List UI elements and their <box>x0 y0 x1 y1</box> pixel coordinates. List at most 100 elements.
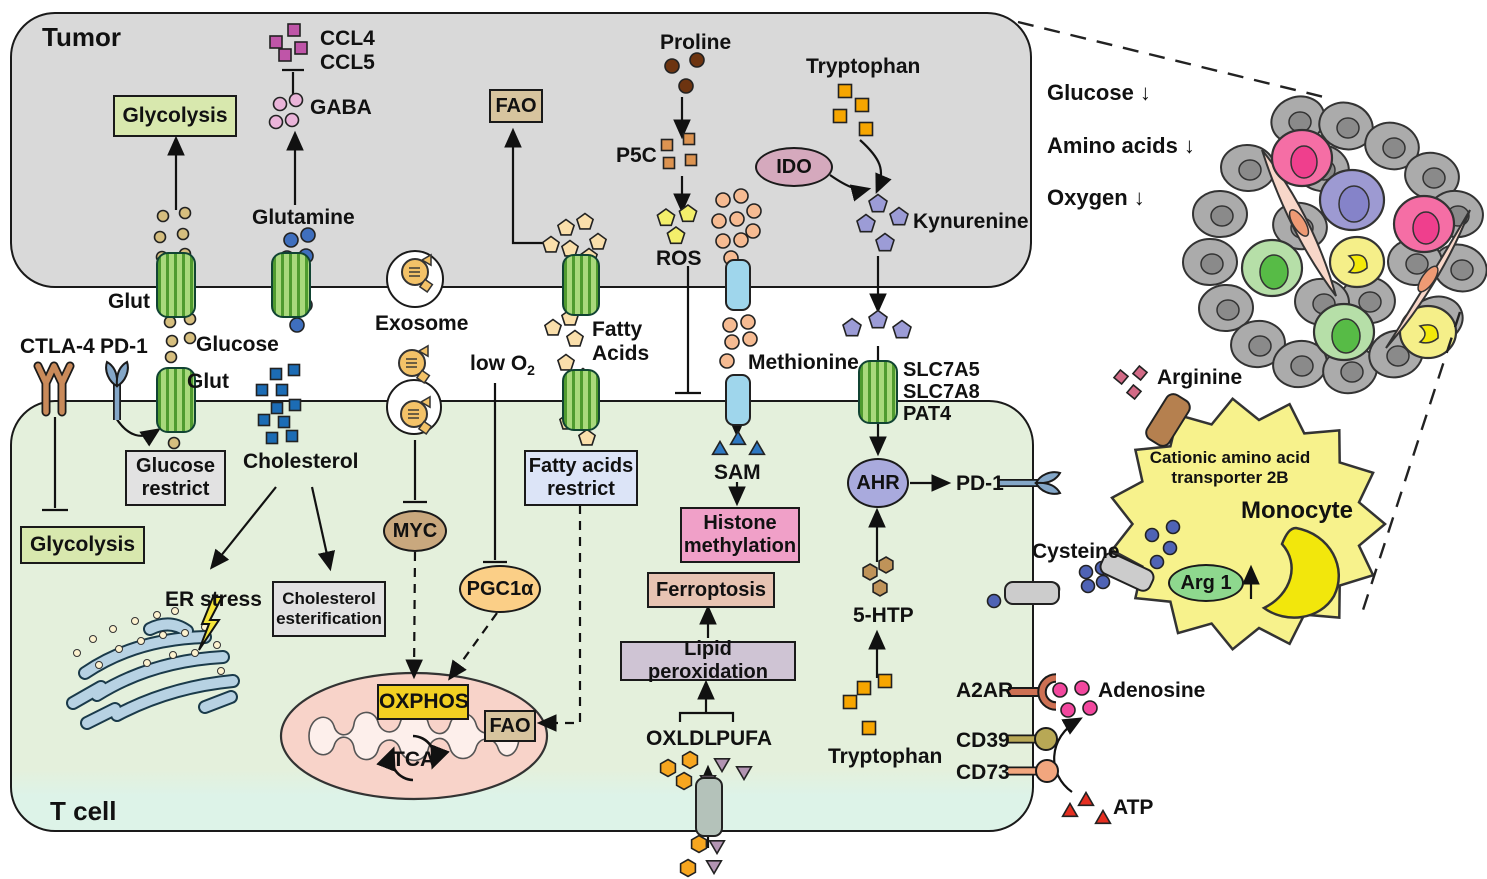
inhibit-pd1-glut <box>115 417 161 447</box>
exosome-icon <box>401 253 434 294</box>
arrow-ido <box>829 174 872 202</box>
ido-node: IDO <box>755 147 833 187</box>
adenosine-molecules <box>1052 680 1098 718</box>
arginine-label: Arginine <box>1157 366 1243 389</box>
p5c-molecules <box>660 132 698 170</box>
slc7a8-label: SLC7A8 <box>903 381 980 403</box>
tumor-cell-gray <box>1192 189 1248 239</box>
cysteine-label: Cysteine <box>1032 540 1120 563</box>
glucose-label: Glucose <box>196 333 279 356</box>
fibroblast-cell <box>1385 209 1471 349</box>
fatty-acids-restrict-box: Fatty acids restrict <box>524 450 638 506</box>
pd1-label-left: PD-1 <box>100 335 148 358</box>
arg1-node: Arg 1 <box>1168 564 1244 602</box>
proline-molecules <box>664 52 705 94</box>
tumor-cell-gray <box>1272 339 1328 389</box>
dashed-myc-oxphos <box>405 551 423 680</box>
glycolysis-box-tumor: Glycolysis <box>113 95 237 137</box>
cd39-receptor <box>1008 727 1058 751</box>
tca-label: TCA <box>392 748 436 771</box>
atp-label: ATP <box>1113 796 1154 819</box>
arrow-chol-erstress <box>209 486 277 570</box>
arrow-chol-ester <box>310 486 336 572</box>
oxldl-channel <box>695 777 723 837</box>
monocyte-label: Monocyte <box>1241 497 1354 524</box>
arrow-atp-adenosine <box>1053 717 1083 793</box>
glucose-down-label: Glucose ↓ <box>1047 80 1151 105</box>
oxygen-down-label: Oxygen ↓ <box>1047 185 1145 210</box>
exosome-icon <box>400 395 433 436</box>
atp-molecules <box>1061 790 1112 825</box>
a2ar-receptor <box>1008 673 1057 711</box>
tumor-cell-colored <box>1312 302 1376 362</box>
p5c-label: P5C <box>616 144 657 167</box>
ros-molecules <box>656 204 698 245</box>
tumor-cell-cluster-inset <box>1182 95 1487 395</box>
glut-label-tcell: Glut <box>187 370 229 393</box>
er-organelle <box>66 607 240 730</box>
er-ribosome-dots <box>73 607 225 675</box>
a2ar-label: A2AR <box>956 679 1014 702</box>
pgc1a-node: PGC1α <box>459 565 541 613</box>
ctla4-label: CTLA-4 <box>20 335 95 358</box>
pat4-label: PAT4 <box>903 403 952 425</box>
arginine-molecules <box>1112 364 1149 401</box>
mitochondrion <box>279 671 549 801</box>
tumor-cell-gray <box>1364 121 1420 171</box>
cysteine-channel-tcell <box>1004 581 1060 605</box>
methionine-molecules <box>711 188 762 369</box>
monocyte-nucleus <box>1261 526 1340 619</box>
methionine-channel-tumor <box>725 259 751 311</box>
ccl4-label: CCL4 <box>320 27 375 50</box>
cd73-label: CD73 <box>956 761 1010 784</box>
tumor-title: Tumor <box>42 22 121 52</box>
cd73-receptor <box>1008 759 1059 783</box>
tumor-cell-colored <box>1398 304 1458 360</box>
cholesterol-label: Cholesterol <box>243 450 359 473</box>
glycolysis-box-tcell: Glycolysis <box>20 526 145 564</box>
ahr-node: AHR <box>847 458 909 508</box>
pd1-label-right: PD-1 <box>956 472 1004 495</box>
er-stress-label: ER stress <box>165 588 262 611</box>
five-htp-label: 5-HTP <box>853 604 914 627</box>
tumor-cell-gray <box>1198 283 1254 333</box>
ros-label: ROS <box>656 247 702 270</box>
pd1-receptor-left <box>105 360 129 420</box>
glutamine-transporter-tumor <box>271 252 311 318</box>
ccl5-label: CCL5 <box>320 51 375 74</box>
tumor-cell-gray <box>1318 101 1374 151</box>
cholesterol-esterification-box: Cholesterol esterification <box>272 581 386 637</box>
myc-node: MYC <box>383 510 447 552</box>
cd39-label: CD39 <box>956 729 1010 752</box>
fattyacid-transporter-tumor <box>562 254 600 316</box>
oxldl-molecules <box>659 750 708 878</box>
slc7a5-label: SLC7A5 <box>903 359 980 381</box>
ferroptosis-box: Ferroptosis <box>647 572 775 608</box>
glutamine-label: Glutamine <box>252 206 355 229</box>
gaba-molecules <box>268 92 304 130</box>
glucose-restrict-box: Glucose restrict <box>125 450 226 506</box>
tca-cycle-arrows <box>376 734 450 782</box>
cat-transporter-label: Cationic amino acid transporter 2B <box>1149 448 1311 487</box>
adenosine-label: Adenosine <box>1098 679 1206 702</box>
pufa-label: PUFA <box>716 727 773 750</box>
proline-label: Proline <box>660 31 732 54</box>
tryptophan-molecules-tcell <box>842 673 893 736</box>
kynurenine-label: Kynurenine <box>913 210 1029 233</box>
pd1-receptor-right <box>998 471 1062 495</box>
gaba-label: GABA <box>310 96 372 119</box>
exosome-icon <box>398 344 431 385</box>
sam-label: SAM <box>714 461 761 484</box>
glut-label-tumor: Glut <box>108 290 150 313</box>
tryptophan-label-tumor: Tryptophan <box>806 55 921 78</box>
sam-molecules <box>711 429 766 456</box>
fao-box-mito: FAO <box>484 710 536 742</box>
exosome-label: Exosome <box>375 312 469 335</box>
er-stress-lightning-icon <box>198 596 224 651</box>
amino-acids-down-label: Amino acids ↓ <box>1047 133 1195 158</box>
ccl-chemokine-molecules <box>269 23 308 62</box>
5htp-molecules <box>862 556 894 597</box>
